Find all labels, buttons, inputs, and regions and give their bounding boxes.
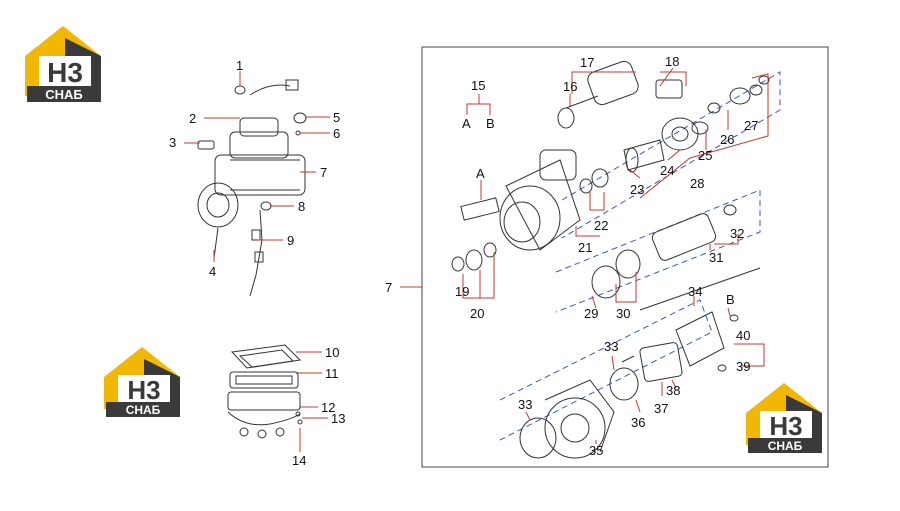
- label-B-cover: B: [726, 292, 735, 307]
- callout-28: 28: [690, 176, 704, 191]
- callout-3: 3: [169, 135, 176, 150]
- label-A-plate: A: [476, 166, 485, 181]
- svg-text:CHAБ: CHAБ: [126, 403, 161, 417]
- callout-13: 13: [331, 411, 345, 426]
- leader-lines-left: [184, 71, 330, 452]
- cover-assembly-drawing: [227, 344, 303, 439]
- label-B-top: B: [486, 116, 495, 131]
- svg-text:H3: H3: [47, 57, 83, 88]
- callout-33-left: 33: [518, 397, 532, 412]
- callout-1: 1: [236, 58, 243, 73]
- callout-36: 36: [631, 415, 645, 430]
- callout-labels: 1 2 3 4 5 6 7 8 9 10 11 12 13 14 7 15 A …: [169, 54, 758, 468]
- callout-7-detail: 7: [385, 280, 392, 295]
- callout-37: 37: [654, 401, 668, 416]
- callout-33-right: 33: [604, 339, 618, 354]
- callout-30: 30: [616, 306, 630, 321]
- brand-logo-middle-left: H3 CHAБ: [104, 347, 180, 417]
- callout-16: 16: [563, 79, 577, 94]
- callout-6: 6: [333, 126, 340, 141]
- detail-frame: [421, 46, 829, 468]
- callout-21: 21: [578, 240, 592, 255]
- callout-9: 9: [287, 233, 294, 248]
- callout-27: 27: [744, 118, 758, 133]
- callout-14: 14: [292, 453, 306, 468]
- callout-19: 19: [455, 284, 469, 299]
- callout-35: 35: [589, 443, 603, 458]
- leader-lines-right: [462, 67, 769, 444]
- callout-10: 10: [325, 345, 339, 360]
- callout-15: 15: [471, 78, 485, 93]
- callout-5: 5: [333, 110, 340, 125]
- callout-23: 23: [630, 182, 644, 197]
- callout-8: 8: [298, 199, 305, 214]
- callout-7: 7: [320, 165, 327, 180]
- svg-text:H3: H3: [769, 411, 802, 441]
- callout-34: 34: [688, 284, 702, 299]
- callout-38: 38: [666, 383, 680, 398]
- callout-18: 18: [665, 54, 679, 69]
- callout-40: 40: [736, 328, 750, 343]
- label-A-top: A: [462, 116, 471, 131]
- callout-31: 31: [709, 250, 723, 265]
- brand-logo-bottom-right: H3 CHAБ: [746, 383, 822, 453]
- brand-logo-top-left: H3 CHAБ: [25, 26, 101, 102]
- guide-boxes: [499, 71, 781, 441]
- callout-17: 17: [580, 55, 594, 70]
- svg-text:CHAБ: CHAБ: [768, 439, 803, 453]
- callout-24: 24: [660, 163, 674, 178]
- callout-29: 29: [584, 306, 598, 321]
- starter-assembly-drawing: [197, 79, 307, 297]
- callout-2: 2: [189, 111, 196, 126]
- callout-22: 22: [594, 218, 608, 233]
- svg-text:H3: H3: [127, 375, 160, 405]
- callout-4: 4: [209, 264, 216, 279]
- starter-exploded-parts: [451, 60, 770, 459]
- callout-39: 39: [736, 359, 750, 374]
- callout-25: 25: [698, 148, 712, 163]
- callout-26: 26: [720, 132, 734, 147]
- callout-12: 12: [321, 400, 335, 415]
- callout-32: 32: [730, 226, 744, 241]
- svg-text:CHAБ: CHAБ: [45, 87, 83, 102]
- callout-20: 20: [470, 306, 484, 321]
- callout-11: 11: [325, 366, 339, 381]
